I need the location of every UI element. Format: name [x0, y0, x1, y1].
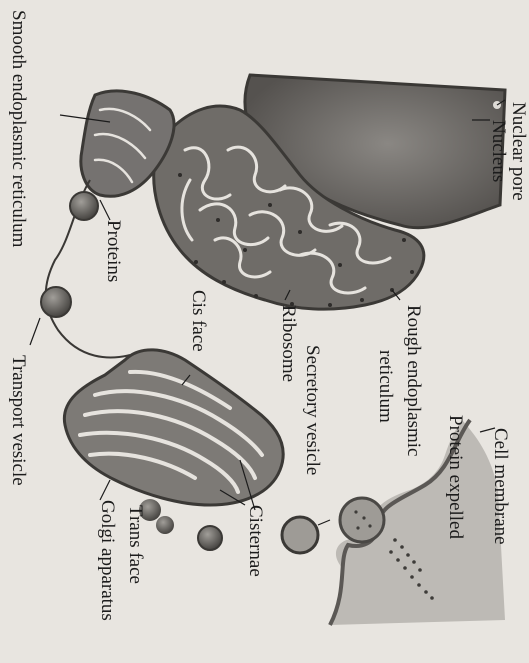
golgi-shape [64, 350, 283, 505]
fusing-secretory-vesicle [340, 498, 384, 542]
golgi-bud-2 [156, 516, 174, 534]
cis-face-label: Cis face [189, 290, 208, 352]
smooth-er-label: Smooth endoplasmic reticulum [9, 10, 28, 247]
cell-membrane-label: Cell membrane [491, 428, 510, 545]
protein-expelled-label: Protein expelled [446, 415, 465, 539]
cisternae-label: Cisternae [246, 505, 265, 577]
transport-vesicle-2 [41, 287, 71, 317]
trans-face-label: Trans face [126, 505, 145, 584]
rough-er-label-line2: reticulum [376, 350, 395, 423]
transport-vesicle-label: Transport vesicle [9, 355, 28, 486]
rough-er-label-line1: Rough endoplasmic [404, 305, 423, 456]
secretory-vesicle-label: Secretory vesicle [303, 345, 322, 475]
golgi-bud-3 [198, 526, 222, 550]
ribosome-label: Ribosome [279, 305, 298, 382]
transport-vesicle-1 [70, 192, 98, 220]
nuclear-pore-label: Nuclear pore [509, 102, 528, 201]
secretory-vesicle-free [282, 517, 318, 553]
nucleus-label: Nucleus [489, 120, 508, 182]
golgi-apparatus-label: Golgi apparatus [98, 500, 117, 621]
proteins-label: Proteins [104, 220, 123, 282]
